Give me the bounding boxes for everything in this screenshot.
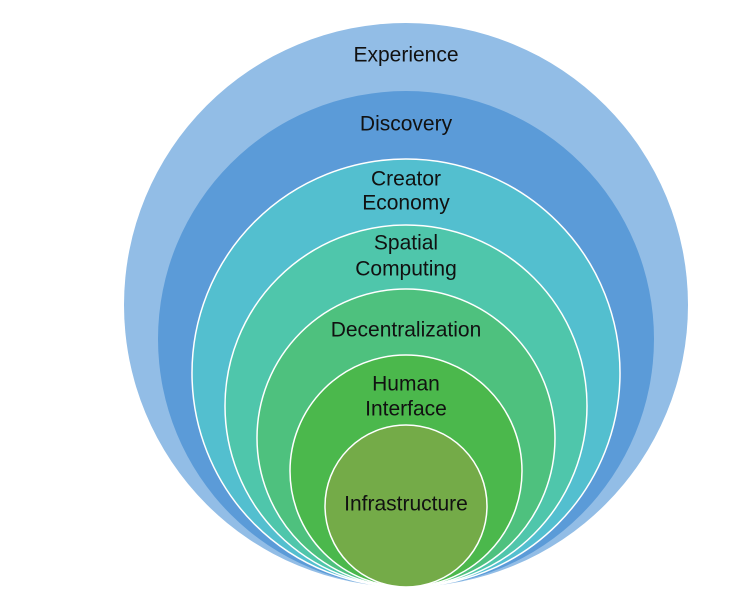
layer-circles <box>124 23 688 588</box>
layer-labels: ExperienceDiscoveryCreatorEconomySpatial… <box>331 44 482 516</box>
layer-label-human-interface: Interface <box>365 398 447 421</box>
layer-label-discovery: Discovery <box>360 113 453 136</box>
layer-label-spatial-computing: Computing <box>355 258 457 281</box>
layer-label-decentralization: Decentralization <box>331 319 482 342</box>
layer-label-creator-economy: Economy <box>362 192 450 215</box>
layer-label-infrastructure: Infrastructure <box>344 493 468 516</box>
layer-label-experience: Experience <box>353 44 458 67</box>
layer-label-creator-economy: Creator <box>371 168 441 191</box>
layer-circle-infrastructure <box>324 424 488 588</box>
layer-label-human-interface: Human <box>372 373 440 396</box>
layer-label-spatial-computing: Spatial <box>374 232 438 255</box>
